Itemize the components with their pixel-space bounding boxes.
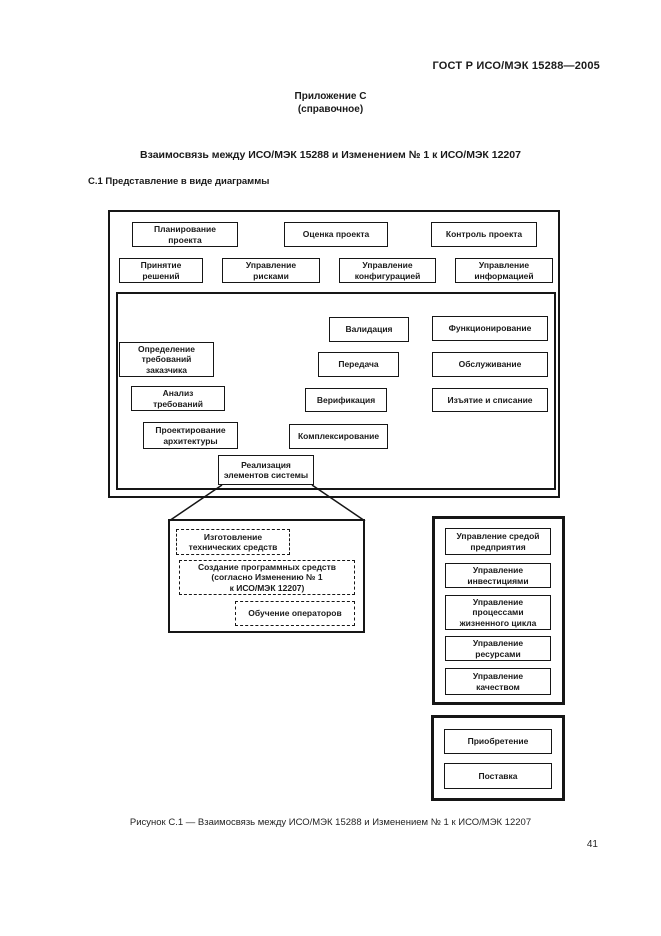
box-architecture-design: Проектирование архитектуры bbox=[143, 422, 238, 449]
box-hardware-fabrication: Изготовление технических средств bbox=[176, 529, 290, 555]
box-project-planning: Планирование проекта bbox=[132, 222, 238, 247]
box-quality-management: Управление качеством bbox=[445, 668, 551, 695]
page-number: 41 bbox=[586, 839, 598, 850]
box-validation: Валидация bbox=[329, 317, 409, 342]
agreement-processes-frame bbox=[431, 715, 565, 801]
box-lifecycle-process-management: Управление процессами жизненного цикла bbox=[445, 595, 551, 630]
box-disposal: Изъятие и списание bbox=[432, 388, 548, 412]
box-requirements-analysis: Анализ требований bbox=[131, 386, 225, 411]
box-investment-management: Управление инвестициями bbox=[445, 563, 551, 588]
annex-title: Приложение С bbox=[294, 91, 367, 102]
box-stakeholder-requirements: Определение требований заказчика bbox=[119, 342, 214, 377]
box-operation: Функционирование bbox=[432, 316, 548, 341]
box-verification: Верификация bbox=[305, 388, 387, 412]
page-title: Взаимосвязь между ИСО/МЭК 15288 и Измене… bbox=[140, 149, 521, 161]
box-software-development: Создание программных средств (согласно И… bbox=[179, 560, 355, 595]
box-project-assessment: Оценка проекта bbox=[284, 222, 388, 247]
implementation-detail-frame bbox=[168, 519, 365, 633]
box-information-management: Управление информацией bbox=[455, 258, 553, 283]
annex-subtitle: (справочное) bbox=[297, 104, 364, 115]
enterprise-processes-frame bbox=[432, 516, 565, 705]
box-configuration-management: Управление конфигурацией bbox=[339, 258, 436, 283]
box-maintenance: Обслуживание bbox=[432, 352, 548, 377]
standard-code-header: ГОСТ Р ИСО/МЭК 15288—2005 bbox=[432, 60, 600, 72]
section-heading: С.1 Представление в виде диаграммы bbox=[88, 176, 270, 187]
box-implementation: Реализация элементов системы bbox=[218, 455, 314, 485]
box-acquisition: Приобретение bbox=[444, 729, 552, 754]
box-enterprise-environment: Управление средой предприятия bbox=[445, 528, 551, 555]
box-transition: Передача bbox=[318, 352, 399, 377]
box-supply: Поставка bbox=[444, 763, 552, 789]
box-decision-making: Принятие решений bbox=[119, 258, 203, 283]
box-project-control: Контроль проекта bbox=[431, 222, 537, 247]
box-operator-training: Обучение операторов bbox=[235, 601, 355, 626]
box-integration: Комплексирование bbox=[289, 424, 388, 449]
figure-caption: Рисунок С.1 — Взаимосвязь между ИСО/МЭК … bbox=[129, 817, 532, 828]
box-resource-management: Управление ресурсами bbox=[445, 636, 551, 661]
box-risk-management: Управление рисками bbox=[222, 258, 320, 283]
